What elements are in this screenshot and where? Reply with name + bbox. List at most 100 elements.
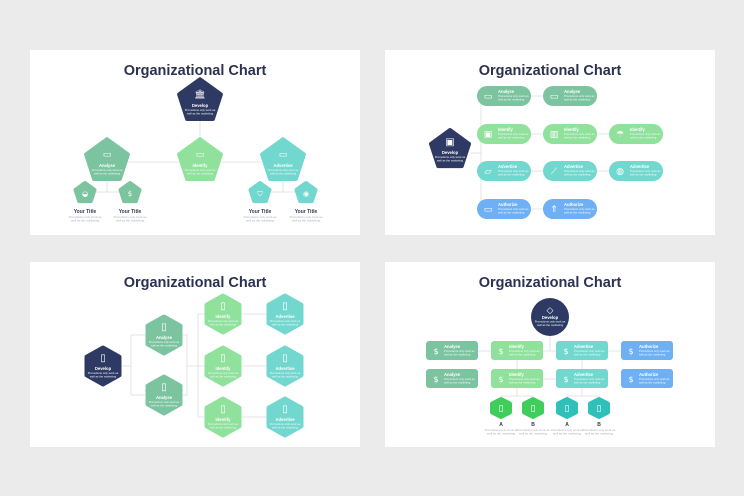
box-node-identify[interactable] bbox=[491, 341, 543, 360]
description-line: well as the marketing bbox=[639, 380, 666, 384]
description-line: well as the marketing bbox=[498, 172, 525, 176]
hexagon-node-a[interactable] bbox=[556, 397, 578, 419]
hexagon-node-analyse[interactable] bbox=[145, 314, 183, 356]
pill-node-analyse[interactable] bbox=[477, 86, 531, 106]
description-line: well as the marketing bbox=[210, 374, 237, 378]
hexagon-node-identify[interactable] bbox=[204, 293, 242, 335]
description-line: Promotions only work as bbox=[498, 207, 529, 211]
description-line: Promotions only work as bbox=[564, 169, 595, 173]
pill-node-analyse[interactable] bbox=[543, 86, 597, 106]
coin-icon: ◉ bbox=[303, 190, 309, 198]
hexagon-node-advertise[interactable] bbox=[266, 345, 304, 387]
box-node-analyse[interactable] bbox=[426, 369, 478, 388]
node-label: Authorize bbox=[639, 344, 659, 349]
hexagon-node-identify[interactable] bbox=[204, 396, 242, 438]
pill-node-identify[interactable] bbox=[543, 124, 597, 144]
umbrella-icon: ☂ bbox=[616, 130, 624, 140]
node-label: Analyse bbox=[156, 335, 173, 340]
hexagon-node-a[interactable] bbox=[490, 397, 512, 419]
hexagon-node-b[interactable] bbox=[588, 397, 610, 419]
monitor-icon: ▭ bbox=[484, 92, 493, 102]
node-title: Your Title bbox=[295, 209, 318, 215]
box-node-advertise[interactable] bbox=[556, 341, 608, 360]
pill-node-advertise[interactable] bbox=[477, 161, 531, 181]
pill-node-advertise[interactable] bbox=[609, 161, 663, 181]
node-label: Authorize bbox=[498, 202, 518, 207]
small-pentagon-node[interactable] bbox=[248, 181, 272, 204]
bank-icon: 🏛 bbox=[194, 89, 205, 100]
node-label: Identify bbox=[564, 127, 580, 132]
pentagon-node-analyse[interactable] bbox=[84, 137, 130, 181]
description-line: Promotions only work as bbox=[114, 215, 147, 219]
box-node-analyse[interactable] bbox=[426, 341, 478, 360]
description-line: Promotions only work as bbox=[498, 132, 529, 136]
description-line: Promotions only work as bbox=[208, 371, 239, 375]
description-line: Promotions only work as bbox=[630, 169, 661, 173]
small-pentagon-node[interactable] bbox=[294, 181, 318, 204]
description-line: Promotions only work as bbox=[564, 132, 595, 136]
hexagon-node-b[interactable] bbox=[522, 397, 544, 419]
description-line: well as the marketing bbox=[498, 210, 525, 214]
box-node-advertise[interactable] bbox=[556, 369, 608, 388]
description-line: Promotions only work as bbox=[435, 155, 466, 159]
hexagon-node-analyse[interactable] bbox=[145, 374, 183, 416]
description-line: Promotions only work as bbox=[149, 400, 180, 404]
bar-chart-icon: ▥ bbox=[550, 130, 559, 140]
box-node-identify[interactable] bbox=[491, 369, 543, 388]
node-label: Advertise bbox=[275, 366, 295, 371]
dollar-icon: $ bbox=[498, 347, 503, 356]
hexagon-node-identify[interactable] bbox=[204, 345, 242, 387]
pill-node-identify[interactable] bbox=[609, 124, 663, 144]
circle-node-develop[interactable] bbox=[531, 298, 569, 336]
money-bag-icon: $ bbox=[128, 190, 132, 198]
small-pentagon-node[interactable] bbox=[73, 181, 97, 204]
description-line: Promotions only work as bbox=[551, 428, 584, 432]
node-label: Analyse bbox=[564, 89, 581, 94]
pill-node-authorize[interactable] bbox=[477, 199, 531, 219]
description-line: Promotions only work as bbox=[583, 428, 616, 432]
pill-node-advertise[interactable] bbox=[543, 161, 597, 181]
pentagon-node-advertise[interactable] bbox=[260, 137, 306, 181]
pill-node-authorize[interactable] bbox=[543, 199, 597, 219]
node-title: Your Title bbox=[74, 209, 97, 215]
box-node-authorize[interactable] bbox=[621, 341, 673, 360]
description-line: well as the marketing bbox=[444, 352, 471, 356]
pentagon-node-develop[interactable] bbox=[177, 77, 223, 121]
node-label: Develop bbox=[542, 315, 559, 320]
description-line: Promotions only work as bbox=[498, 169, 529, 173]
description-line: well as the marketing bbox=[71, 219, 100, 223]
box-node-authorize[interactable] bbox=[621, 369, 673, 388]
globe-icon: ◍ bbox=[616, 167, 624, 177]
dollar-icon: $ bbox=[433, 347, 438, 356]
description-line: well as the marketing bbox=[639, 352, 666, 356]
connector-line bbox=[183, 334, 188, 396]
smartphone-icon: ▯ bbox=[220, 404, 226, 415]
node-label: Advertise bbox=[498, 164, 518, 169]
dollar-icon: $ bbox=[563, 347, 568, 356]
small-pentagon-node[interactable] bbox=[118, 181, 142, 204]
hexagon-node-advertise[interactable] bbox=[266, 396, 304, 438]
description-line: well as the marketing bbox=[564, 97, 591, 101]
description-line: well as the marketing bbox=[272, 425, 299, 429]
description-line: well as the marketing bbox=[574, 380, 601, 384]
pentagon-node-identify[interactable] bbox=[177, 137, 223, 181]
node-label: Identify bbox=[193, 163, 209, 168]
hexagon-node-advertise[interactable] bbox=[266, 293, 304, 335]
pill-node-identify[interactable] bbox=[477, 124, 531, 144]
hexagon-node-develop[interactable] bbox=[84, 345, 122, 387]
description-line: Promotions only work as bbox=[268, 168, 299, 172]
description-line: Promotions only work as bbox=[270, 319, 301, 323]
pentagon-node-develop[interactable] bbox=[428, 128, 472, 169]
cash-icon: ▭ bbox=[196, 150, 205, 160]
